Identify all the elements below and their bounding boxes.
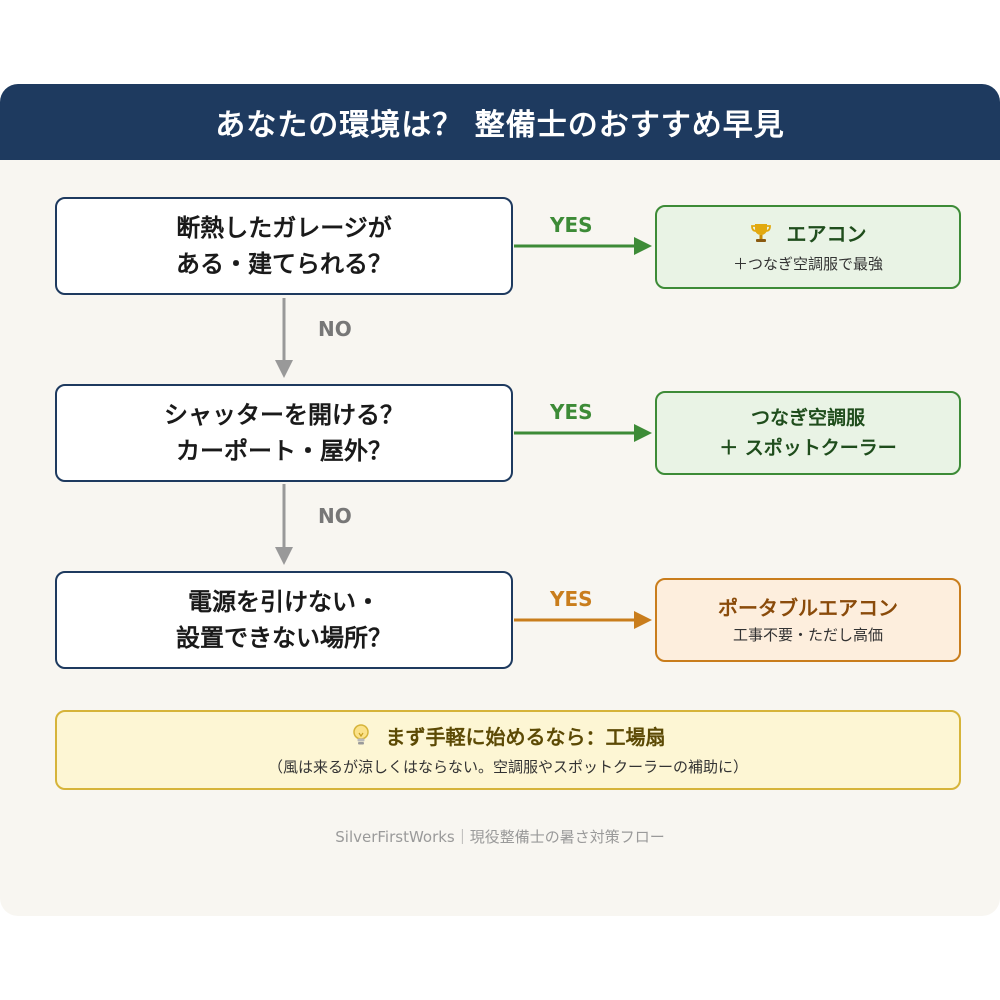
trophy-icon	[750, 222, 772, 252]
question-1-line-1: 断熱したガレージが	[176, 214, 392, 242]
tip-title-row: まず手軽に始めるなら：工場扇	[351, 722, 666, 755]
footer-credit: SilverFirstWorks｜現役整備士の暑さ対策フロー	[335, 828, 665, 846]
result-1-title: エアコン	[786, 221, 867, 246]
yes-label-3: YES	[550, 587, 593, 611]
question-box-2: シャッターを開ける？ カーポート・屋外？	[55, 384, 513, 482]
yes-label-2: YES	[550, 400, 593, 424]
tip-title: まず手軽に始めるなら：工場扇	[385, 724, 666, 749]
question-box-1: 断熱したガレージが ある・建てられる？	[55, 197, 513, 295]
result-2-line-1: つなぎ空調服	[750, 407, 865, 429]
result-1-subtitle: ＋つなぎ空調服で最強	[732, 254, 883, 273]
question-3-line-1: 電源を引けない・	[188, 588, 380, 616]
result-2-line-2: ＋ スポットクーラー	[719, 437, 897, 459]
result-box-portable-ac: ポータブルエアコン 工事不要・ただし高価	[655, 578, 961, 662]
result-3-title: ポータブルエアコン	[718, 596, 898, 620]
yes-label-1: YES	[550, 213, 593, 237]
no-label-2: NO	[318, 504, 352, 528]
question-3-line-2: 設置できない場所？	[176, 624, 392, 652]
result-3-subtitle: 工事不要・ただし高価	[732, 626, 883, 644]
result-box-air-conditioner: エアコン ＋つなぎ空調服で最強	[655, 205, 961, 289]
question-2-line-1: シャッターを開ける？	[164, 401, 404, 429]
result-1-title-row: エアコン	[750, 219, 867, 252]
page-title: あなたの環境は？ 整備士のおすすめ早見	[0, 84, 1000, 160]
no-label-1: NO	[318, 317, 352, 341]
page-title-text: あなたの環境は？ 整備士のおすすめ早見	[215, 108, 785, 143]
result-box-cooling-suit: つなぎ空調服 ＋ スポットクーラー	[655, 391, 961, 475]
tip-box: まず手軽に始めるなら：工場扇 （風は来るが涼しくはならない。空調服やスポットクー…	[55, 710, 961, 790]
question-1-line-2: ある・建てられる？	[176, 250, 392, 278]
question-box-3: 電源を引けない・ 設置できない場所？	[55, 571, 513, 669]
lightbulb-icon	[351, 723, 371, 755]
tip-subtitle: （風は来るが涼しくはならない。空調服やスポットクーラーの補助に）	[267, 757, 748, 776]
question-2-line-2: カーポート・屋外？	[176, 437, 392, 465]
